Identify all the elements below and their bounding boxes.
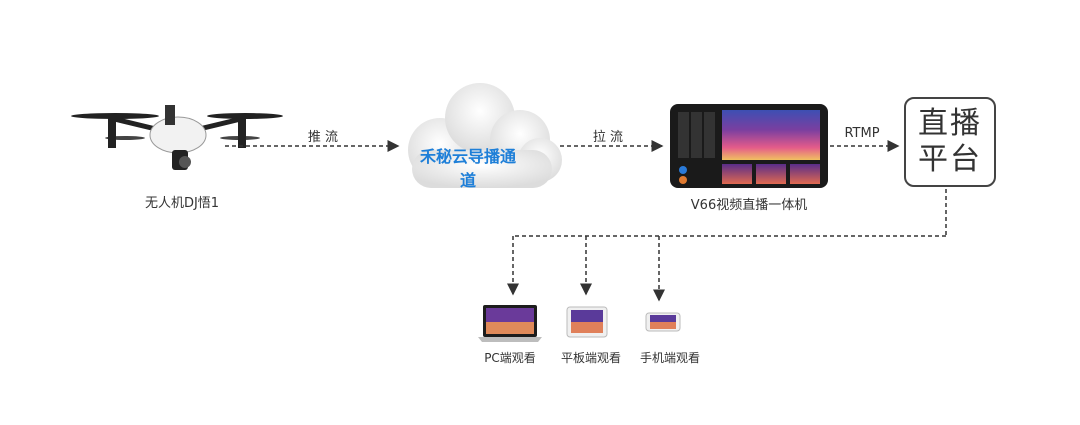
platform-label-line2: 平台 [918, 142, 982, 177]
laptop-icon [478, 305, 542, 342]
pull-stream-label: 拉 流 [592, 130, 624, 145]
encoder-label: V66视频直播一体机 [690, 198, 808, 213]
drone-icon [71, 105, 283, 170]
phone-icon [645, 312, 681, 332]
tablet-view-label: 平板端观看 [560, 351, 622, 365]
v66-device-icon [670, 104, 828, 188]
platform-label-line1: 直播 [918, 106, 982, 141]
push-stream-label: 推 流 [307, 130, 339, 145]
live-platform-box: 直播 平台 [904, 97, 996, 187]
tablet-icon [566, 306, 608, 338]
distribution-lines [507, 189, 947, 302]
drone-label: 无人机DJ悟1 [144, 196, 220, 211]
rtmp-label: RTMP [844, 126, 880, 141]
cloud-label: 禾秘云导播通道 [419, 147, 516, 190]
pc-view-label: PC端观看 [484, 351, 536, 365]
phone-view-label: 手机端观看 [639, 351, 701, 365]
cloud-shape [408, 83, 562, 188]
